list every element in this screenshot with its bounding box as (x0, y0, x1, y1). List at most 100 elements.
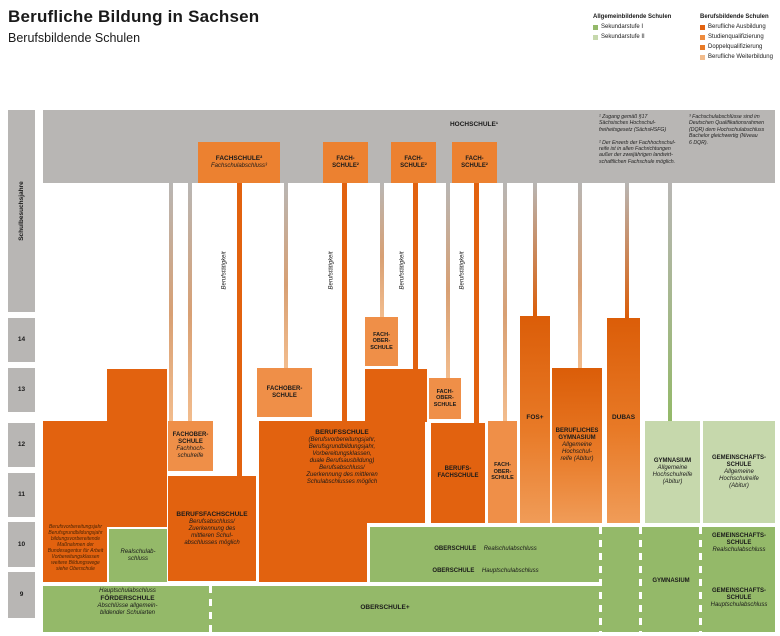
berufsfachschule-subtitle: Berufsabschluss/ Zuerkennung des mittler… (184, 518, 240, 546)
axis-year-9: 9 (8, 572, 35, 618)
fachschule-subtitle: Fachschulabschluss³ (210, 163, 268, 169)
legend-vocational-title: Berufsbildende Schulen (700, 14, 769, 20)
berufstaetigkeit-text: Berufstätigkeit (221, 250, 228, 290)
axis-year-11: 11 (8, 473, 35, 517)
legend-item-label: Berufliche Weiterbildung (708, 54, 773, 60)
weiterbildung-connector-line (446, 183, 450, 378)
legend-item-weiterbildung: Berufliche Weiterbildung (700, 54, 778, 61)
footnote-1-2: ¹ Zugang gemäß §17 Sächsisches Hochschul… (599, 114, 676, 165)
fachschule-box: FACHSCHULE² Fachschulabschluss³ (198, 142, 280, 183)
berufstaetigkeit-label: Berufstätigkeit (195, 235, 255, 305)
berufstaetigkeit-label: Berufstätigkeit (373, 235, 433, 305)
gms-title: GEMEINSCHAFTS- SCHULE (712, 588, 766, 601)
fachoberschule-subtitle: Fachhoch- schulreife (176, 446, 205, 459)
berufliches-gymnasium-title: BERUFLICHES GYMNASIUM (555, 428, 599, 441)
gemeinschaftsschule-box: GEMEINSCHAFTS- SCHULE Allgemeine Hochsch… (703, 421, 775, 523)
berufsvorbereitung-note: Berufsvorbereitungsjahr Berufsgrundbildu… (47, 524, 104, 572)
weiterbildung-connector-line (578, 183, 582, 368)
legend-item-label: Studienqualifizierung (708, 34, 764, 40)
oberschule-band (370, 527, 601, 582)
footnote-3: ³ Fachschulabschlüsse sind im Deutschen … (689, 114, 765, 146)
legend-item-sek2: Sekundarstufe II (593, 34, 693, 41)
gymnasium-box: GYMNASIUM Allgemeine Hochschulreife (Abi… (645, 421, 700, 523)
berufsfachschule-title: BERUFSFACHSCHULE (176, 510, 248, 518)
berufliches-gymnasium-box: BERUFLICHES GYMNASIUM Allgemeine Hochsch… (552, 368, 602, 523)
studienqualifizierung-swatch-icon (700, 35, 705, 40)
foerderschule-oberschule-band (43, 586, 601, 632)
gms-subtitle: Hauptschulabschluss (710, 602, 768, 608)
fachoberschule-box: FACHOBER- SCHULE Fachhoch- schulreife (168, 421, 213, 471)
fachoberschule-box: FACH- OBER- SCHULE (365, 317, 398, 366)
weiterbildung-connector-line (188, 183, 192, 421)
hochschule-connector-line (668, 183, 672, 421)
oberschule-plus-label: OBERSCHULE+ (360, 604, 410, 611)
fachoberschule-box: FACH- OBER- SCHULE (429, 378, 461, 419)
sek2-swatch-icon (593, 35, 598, 40)
fachschule-box: FACH- SCHULE² (323, 142, 368, 183)
oberschule-subtitle: Realschulabschluss (483, 546, 537, 552)
berufstaetigkeit-line (342, 183, 347, 421)
legend-general-title: Allgemeinbildende Schulen (593, 14, 672, 20)
dashed-divider (699, 527, 702, 632)
fachschule-title: FACHSCHULE² (215, 155, 263, 162)
legend-item-label: Sekundarstufe II (601, 34, 645, 40)
fachschule-box: FACH- SCHULE² (391, 142, 436, 183)
legend-item-doppelqualifizierung: Doppelqualifizierung (700, 44, 778, 51)
berufliches-gymnasium-subtitle: Allgemeine Hochschul- reife (Abitur) (560, 442, 594, 462)
berufsschule-title: BERUFSSCHULE (315, 429, 369, 436)
axis-year-10: 10 (8, 522, 35, 567)
legend-item-label: Berufliche Ausbildung (708, 24, 766, 30)
legend-vocational: Berufsbildende Schulen Berufliche Ausbil… (700, 14, 778, 61)
page-subtitle: Berufsbildende Schulen (8, 31, 141, 45)
ausbildung-swatch-icon (700, 25, 705, 30)
berufsschule-subtitle: (Berufsvorbereitungsjahr, Berufsgrundbil… (306, 437, 378, 485)
weiterbildung-connector-line (503, 183, 507, 421)
gms-hauptschulabschluss-label: GEMEINSCHAFTS- SCHULE Hauptschulabschlus… (703, 588, 775, 609)
weiterbildung-connector-line (380, 183, 384, 317)
oberschule-title: OBERSCHULE (432, 568, 475, 574)
berufsfachschule-box: BERUFS- FACHSCHULE (431, 423, 485, 523)
dashed-divider (639, 527, 642, 632)
hochschule-label: HOCHSCHULE¹ (449, 121, 499, 128)
axis-label: Schulbesuchsjahre (17, 181, 25, 241)
berufsschule-label: BERUFSSCHULE (Berufsvorbereitungsjahr, B… (259, 429, 425, 486)
gms-title: GEMEINSCHAFTS- SCHULE (712, 533, 766, 546)
berufstaetigkeit-text: Berufstätigkeit (328, 250, 335, 290)
gms-realschulabschluss-label: GEMEINSCHAFTS- SCHULE Realschulabschluss (703, 533, 775, 554)
fachoberschule-box: FACHOBER- SCHULE (257, 368, 312, 417)
weiterbildung-connector-line (169, 183, 173, 421)
legend-item-label: Sekundarstufe I (601, 24, 644, 30)
berufsschule-box (259, 421, 425, 523)
page-title: Berufliche Bildung in Sachsen (8, 7, 260, 26)
oberschule-realschulabschluss-label: OBERSCHULE Realschulabschluss (370, 537, 601, 555)
dashed-divider (209, 586, 212, 632)
berufsvorbereitung-block (107, 369, 167, 422)
gymnasium-title: GYMNASIUM (653, 458, 692, 464)
oberschule-title: OBERSCHULE (434, 546, 477, 552)
gymnasium-bottom-label: GYMNASIUM (652, 578, 690, 584)
legend-item-label: Doppelqualifizierung (708, 44, 763, 50)
foerderschule-title: FÖRDERSCHULE (100, 595, 155, 602)
fachschule-box: FACH- SCHULE² (452, 142, 497, 183)
legend-item-studienqualifizierung: Studienqualifizierung (700, 34, 778, 41)
berufstaetigkeit-label: Berufstätigkeit (433, 235, 493, 305)
hochschule-connector-line (533, 183, 537, 316)
oberschule-subtitle: Hauptschulabschluss (481, 568, 539, 574)
gemeinschaftsschule-title: GEMEINSCHAFTS- SCHULE (712, 454, 766, 468)
gms-subtitle: Realschulabschluss (712, 547, 766, 553)
berufstaetigkeit-line (237, 183, 242, 476)
foerderschule-subtitle: Abschlüsse allgemein- bildender Schulart… (97, 603, 158, 616)
doppelqualifizierung-swatch-icon (700, 45, 705, 50)
legend-general: Allgemeinbildende Schulen Sekundarstufe … (593, 14, 693, 41)
hochschule-connector-line (625, 183, 629, 318)
legend-item-ausbildung: Berufliche Ausbildung (700, 24, 778, 31)
dashed-divider (599, 527, 602, 632)
berufstaetigkeit-line (474, 183, 479, 423)
axis-year-13: 13 (8, 368, 35, 412)
axis-year-12: 12 (8, 423, 35, 467)
oberschule-hauptschulabschluss-label: OBERSCHULE Hauptschulabschluss (370, 559, 601, 577)
berufstaetigkeit-text: Berufstätigkeit (459, 250, 466, 290)
foerderschule-label: Hauptschulabschluss FÖRDERSCHULE Abschlü… (50, 588, 205, 617)
sek1-swatch-icon (593, 25, 598, 30)
weiterbildung-swatch-icon (700, 55, 705, 60)
